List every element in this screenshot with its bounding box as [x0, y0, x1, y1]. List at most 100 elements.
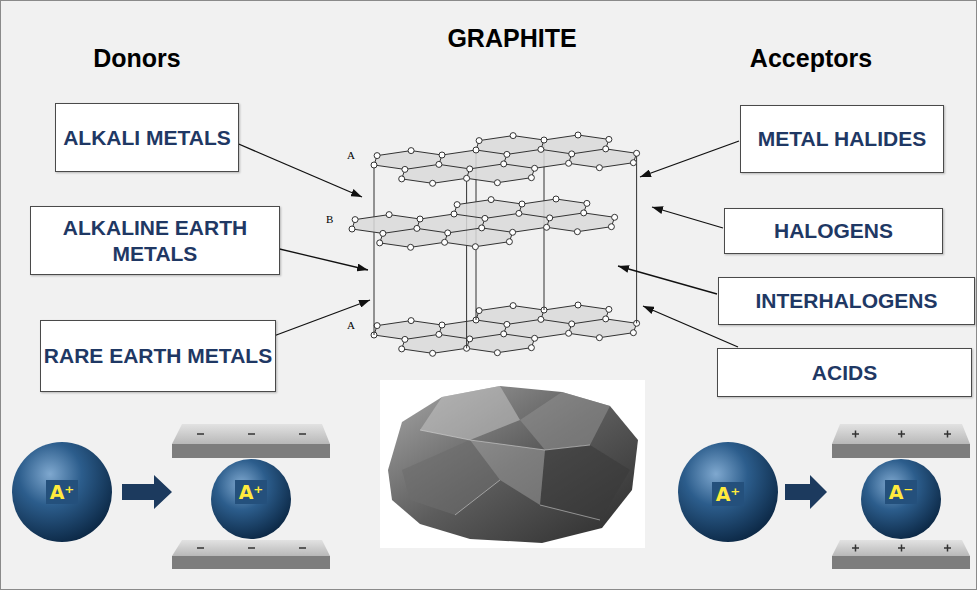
- leader-arrow: [640, 141, 739, 177]
- carbon-bond: [507, 149, 541, 154]
- graphene-cell: [504, 319, 572, 338]
- carbon-bond: [507, 319, 541, 324]
- interlayer-lines: [374, 140, 637, 348]
- carbon-atom: [504, 321, 510, 327]
- leader-arrows: [234, 141, 739, 347]
- carbon-bond: [445, 242, 476, 246]
- carbon-atom: [608, 224, 614, 230]
- carbon-bond: [479, 306, 513, 311]
- carbon-atom: [574, 229, 580, 235]
- box-label: RARE EARTH METALS: [44, 343, 272, 368]
- plus-signs: [852, 431, 951, 438]
- carbon-atom: [519, 201, 525, 207]
- carbon-bond: [374, 165, 405, 169]
- carbon-bond: [578, 135, 609, 139]
- carbon-atom: [603, 316, 609, 322]
- ion-sphere: [211, 459, 291, 539]
- carbon-atom: [436, 161, 442, 167]
- carbon-atom: [575, 132, 581, 138]
- carbon-atom: [442, 239, 448, 245]
- graphene-cell: [504, 149, 572, 168]
- layer-letter: B: [326, 213, 333, 225]
- carbon-bond: [556, 199, 587, 203]
- leader-arrow: [263, 300, 370, 340]
- carbon-atom: [581, 210, 587, 216]
- carbon-bond: [541, 149, 572, 154]
- category-box: ALKALI METALS: [55, 103, 239, 172]
- carbon-atom: [510, 133, 516, 139]
- carbon-bond: [569, 333, 600, 337]
- carbon-bond: [402, 349, 433, 353]
- ion-sphere: [861, 459, 941, 539]
- carbon-bond: [578, 305, 609, 309]
- carbon-atom: [569, 151, 575, 157]
- carbon-bond: [599, 333, 633, 338]
- ion-sphere: [12, 442, 112, 542]
- carbon-bond: [411, 151, 442, 155]
- carbon-atom: [352, 217, 358, 223]
- leader-arrow: [618, 266, 717, 294]
- ion-sphere: [678, 442, 778, 542]
- carbon-atom: [494, 180, 500, 186]
- box-label: ALKALINE EARTH METALS: [31, 215, 279, 265]
- acceptor-scheme: [678, 424, 970, 569]
- carbon-bond: [439, 334, 470, 339]
- carbon-bond: [504, 334, 535, 338]
- carbon-atom: [603, 146, 609, 152]
- ion-label: A⁺: [235, 480, 268, 504]
- carbon-bond: [454, 214, 485, 218]
- carbon-atom: [612, 214, 618, 220]
- box-label: METAL HALIDES: [758, 126, 926, 151]
- carbon-bond: [513, 306, 544, 310]
- carbon-bond: [544, 305, 578, 310]
- plate-top: [832, 540, 970, 556]
- carbon-bond: [535, 163, 569, 168]
- carbon-bond: [513, 227, 547, 232]
- leader-arrow: [267, 246, 368, 270]
- carbon-atom: [476, 138, 482, 144]
- carbon-atom: [473, 147, 479, 153]
- carbon-bond: [470, 164, 504, 169]
- carbon-bond: [475, 242, 509, 247]
- carbon-bond: [572, 319, 606, 324]
- diagram-title: GRAPHITE: [447, 24, 576, 53]
- rock-body: [388, 386, 638, 543]
- carbon-atom: [417, 216, 423, 222]
- carbon-atom: [436, 331, 442, 337]
- graphene-cell: [482, 213, 550, 232]
- carbon-atom: [430, 350, 436, 356]
- carbon-atom: [569, 321, 575, 327]
- carbon-bond: [442, 320, 476, 325]
- graphene-cell: [445, 228, 513, 247]
- group-heading: Donors: [93, 44, 181, 73]
- carbon-bond: [433, 178, 467, 183]
- carbon-atom: [467, 336, 473, 342]
- carbon-atom: [408, 148, 414, 154]
- carbon-atom: [402, 336, 408, 342]
- carbon-bond: [433, 348, 467, 353]
- graphite-lattice: [349, 132, 640, 356]
- carbon-bond: [439, 164, 470, 169]
- plus-signs: [852, 545, 951, 552]
- donor-scheme: [12, 424, 330, 569]
- ion-label: A⁺: [46, 480, 79, 504]
- carbon-bond: [389, 215, 420, 219]
- graphene-cell: [402, 164, 470, 183]
- graphene-cell: [569, 149, 637, 168]
- carbon-atom: [516, 210, 522, 216]
- category-box: ACIDS: [717, 348, 972, 397]
- rock-facet: [520, 392, 610, 450]
- carbon-atom: [408, 318, 414, 324]
- graphene-layer: [371, 302, 640, 356]
- carbon-atom: [399, 176, 405, 182]
- carbon-bond: [572, 149, 606, 154]
- graphene-layer: [371, 132, 640, 186]
- carbon-bond: [417, 228, 448, 233]
- carbon-atom: [439, 152, 445, 158]
- group-heading: Acceptors: [750, 44, 872, 73]
- carbon-atom: [476, 308, 482, 314]
- carbon-bond: [402, 179, 433, 183]
- carbon-bond: [352, 229, 383, 233]
- carbon-bond: [569, 163, 600, 167]
- carbon-atom: [467, 166, 473, 172]
